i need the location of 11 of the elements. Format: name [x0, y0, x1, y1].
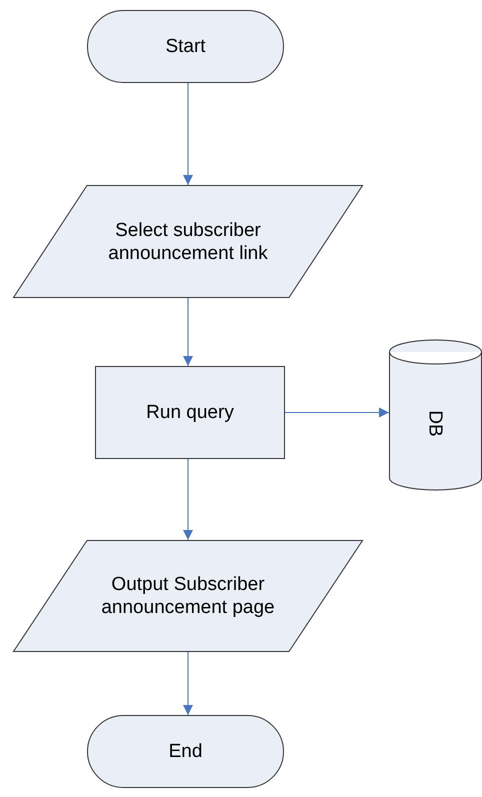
- node-label: DB: [424, 410, 447, 436]
- arrow: [183, 82, 193, 186]
- arrow: [284, 408, 390, 418]
- arrow: [183, 652, 193, 716]
- node-label: Select subscriber announcement link: [107, 218, 269, 264]
- node-label: Start: [165, 35, 206, 58]
- node-label: End: [168, 740, 202, 763]
- node-label: Output Subscriber announcement page: [100, 573, 276, 619]
- node-label: Run query: [146, 401, 234, 424]
- arrow: [183, 458, 193, 540]
- arrow: [183, 298, 193, 366]
